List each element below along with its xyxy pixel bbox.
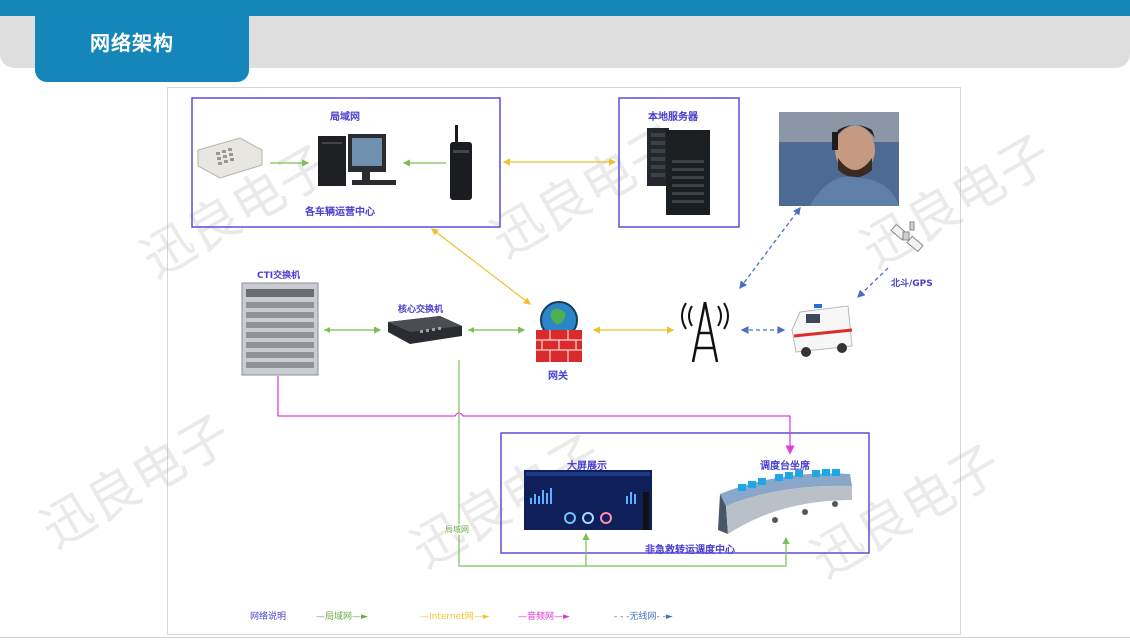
page-title-tab: 网络架构 [35, 14, 249, 82]
core-switch-icon [388, 316, 462, 344]
bottom-divider [0, 637, 1130, 638]
legend-title: 网络说明 [250, 612, 287, 622]
dispatch-seats-label: 调度台坐席 [760, 461, 810, 472]
ambulance-icon [791, 304, 853, 357]
internet-link-lan-gateway [431, 228, 531, 305]
audio-link-cti-dispatch [277, 376, 795, 455]
legend-item-audio: —音频网—► [518, 612, 570, 622]
lan-ops-center-box [191, 97, 501, 228]
big-screen-display-icon [524, 470, 652, 530]
dispatch-center-label: 非急救转运调度中心 [645, 545, 735, 556]
core-switch-label: 核心交换机 [398, 305, 444, 315]
legend-item-internet: —Internet网—► [420, 612, 490, 622]
server-icon [647, 128, 710, 215]
cti-switch-icon [241, 282, 319, 376]
wireless-link-satellite-ambulance [857, 267, 889, 298]
big-screen-label: 大屏展示 [567, 461, 607, 472]
telephone-icon [197, 137, 263, 179]
walkie-talkie-icon [450, 125, 472, 200]
person-on-phone-photo [779, 112, 899, 206]
wireless-link-tower-caller [739, 206, 801, 290]
local-server-label: 本地服务器 [648, 112, 698, 123]
cti-switch-label: CTI交换机 [257, 271, 301, 281]
header-accent-bar [0, 0, 1130, 16]
lan-box-title: 局域网 [330, 112, 360, 123]
local-server-box [618, 97, 740, 228]
page-title: 网络架构 [90, 31, 174, 55]
satellite-icon [890, 221, 924, 253]
radio-tower-icon [681, 301, 729, 363]
legend-item-wireless: - - -无线网- -► [614, 612, 673, 622]
gateway-label: 网关 [548, 371, 568, 382]
lan-line-label: 局域网 [445, 524, 469, 535]
gateway-firewall-icon [536, 301, 582, 362]
ops-center-label: 各车辆运营中心 [305, 207, 375, 218]
desktop-computer-icon [318, 134, 396, 186]
lan-link-core-dispatch [458, 360, 790, 567]
gps-label: 北斗/GPS [891, 279, 933, 289]
legend-item-lan: —局域网—► [316, 612, 368, 622]
dispatch-center-box [500, 432, 870, 554]
dispatch-console-icon [718, 469, 852, 534]
